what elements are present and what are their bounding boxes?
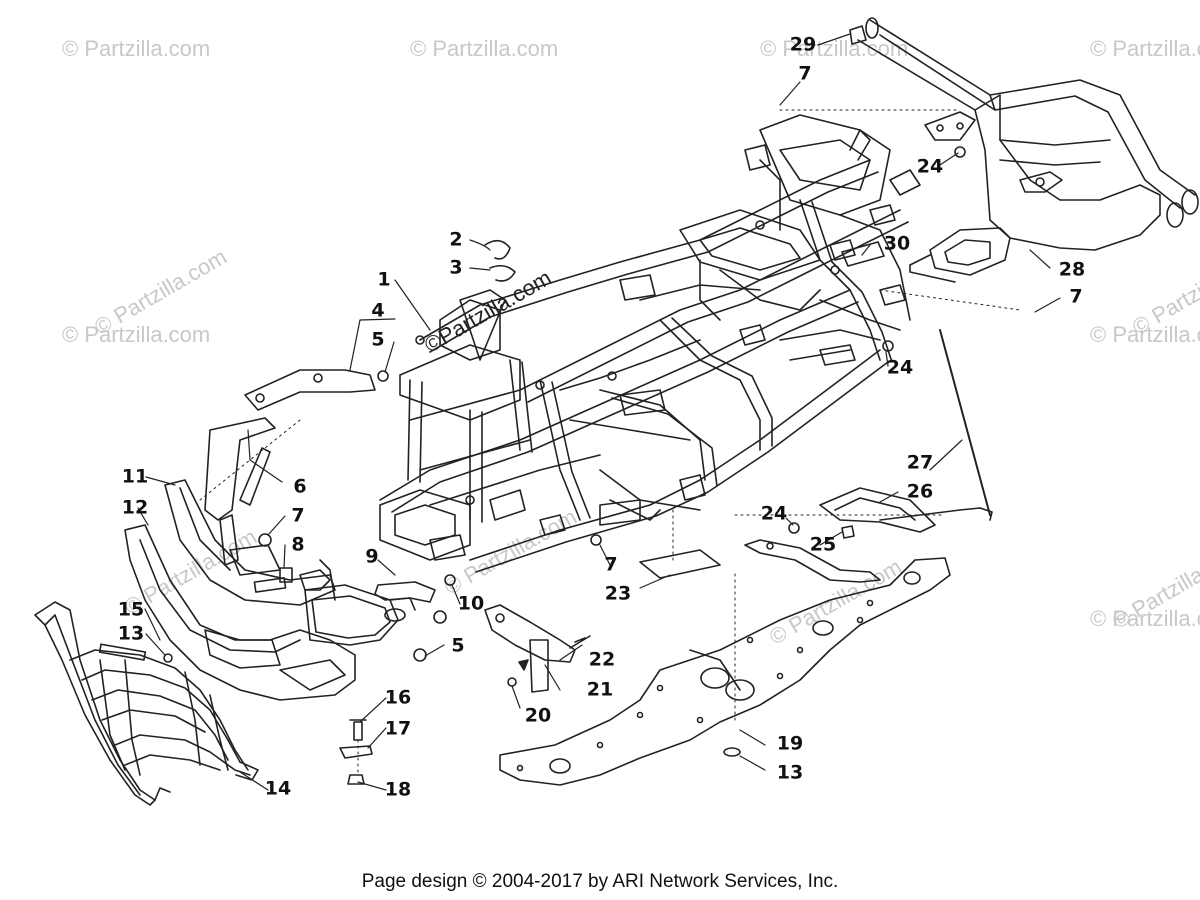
callout-13[interactable]: 13 — [776, 761, 804, 784]
watermark: © Partzilla.com — [410, 36, 559, 61]
callout-17[interactable]: 17 — [384, 717, 412, 740]
mount-bracket-21 — [485, 605, 575, 692]
callout-7[interactable]: 7 — [1069, 285, 1083, 308]
part-7-bolt — [259, 534, 271, 546]
rack-plug-29 — [850, 26, 866, 44]
brush-guard-14 — [35, 602, 258, 805]
part-3-clip — [490, 266, 515, 281]
watermark: © Partzilla.com — [1090, 36, 1200, 61]
support-rod-27 — [940, 330, 990, 515]
callout-24[interactable]: 24 — [916, 155, 944, 178]
callout-5[interactable]: 5 — [371, 328, 385, 351]
front-bracket-6 — [205, 418, 275, 565]
callout-6[interactable]: 6 — [293, 475, 307, 498]
callout-11[interactable]: 11 — [121, 465, 149, 488]
part-24-nut — [955, 147, 965, 157]
watermark: © Partzilla.com — [62, 36, 211, 61]
callout-18[interactable]: 18 — [384, 778, 412, 801]
callout-24[interactable]: 24 — [760, 502, 788, 525]
watermark: © Partzilla.com — [62, 322, 211, 347]
callout-19[interactable]: 19 — [776, 732, 804, 755]
part-5-bolt — [414, 649, 426, 661]
part-13-grommet — [164, 654, 172, 662]
callout-15[interactable]: 15 — [117, 598, 145, 621]
callout-29[interactable]: 29 — [789, 33, 817, 56]
callout-2[interactable]: 2 — [449, 228, 463, 251]
part-16-bolt — [350, 720, 366, 740]
rear-rack-28 — [858, 18, 1198, 282]
leader-lines — [138, 34, 1060, 790]
callout-26[interactable]: 26 — [906, 480, 934, 503]
part-24-nut — [789, 523, 799, 533]
callout-13[interactable]: 13 — [117, 622, 145, 645]
callout-3[interactable]: 3 — [449, 256, 463, 279]
callout-9[interactable]: 9 — [365, 545, 379, 568]
watermark: © Partzilla.com — [1090, 606, 1200, 631]
callout-22[interactable]: 22 — [588, 648, 616, 671]
part-25-nut — [842, 526, 854, 538]
front-fascia-12 — [125, 525, 355, 700]
part-7-bolt — [591, 535, 601, 545]
callout-30[interactable]: 30 — [883, 232, 911, 255]
tow-bracket-9 — [375, 582, 435, 602]
callout-7[interactable]: 7 — [604, 553, 618, 576]
callout-1[interactable]: 1 — [377, 268, 391, 291]
callout-27[interactable]: 27 — [906, 451, 934, 474]
callout-23[interactable]: 23 — [604, 582, 632, 605]
callout-12[interactable]: 12 — [121, 496, 149, 519]
callout-10[interactable]: 10 — [457, 592, 485, 615]
main-frame — [380, 115, 920, 572]
callout-7[interactable]: 7 — [798, 62, 812, 85]
part-17-clip — [340, 746, 372, 758]
front-bracket-4 — [245, 370, 375, 410]
callout-21[interactable]: 21 — [586, 678, 614, 701]
part-8-spacer — [280, 568, 292, 582]
part-10-nut — [445, 575, 455, 585]
callout-25[interactable]: 25 — [809, 533, 837, 556]
skid-plate-19 — [500, 558, 950, 785]
part-5-bolt — [434, 611, 446, 623]
part-22-bolt — [570, 636, 590, 648]
callout-8[interactable]: 8 — [291, 533, 305, 556]
watermark: © Partzilla.com — [1090, 322, 1200, 347]
callout-16[interactable]: 16 — [384, 686, 412, 709]
decal-30 — [842, 242, 884, 266]
decal-23 — [640, 550, 720, 578]
arrow-icon — [519, 660, 528, 670]
callout-7[interactable]: 7 — [291, 504, 305, 527]
callout-20[interactable]: 20 — [524, 704, 552, 727]
callout-5[interactable]: 5 — [451, 634, 465, 657]
part-24-nut — [883, 341, 893, 351]
callout-28[interactable]: 28 — [1058, 258, 1086, 281]
callout-24[interactable]: 24 — [886, 356, 914, 379]
rail-bracket-26 — [745, 488, 980, 582]
part-5-bolt — [378, 371, 388, 381]
part-13-grommet — [724, 748, 740, 756]
watermark: © Partzilla.com — [760, 36, 909, 61]
copyright-footer: Page design © 2004-2017 by ARI Network S… — [361, 871, 839, 892]
part-2-clip — [485, 241, 510, 259]
part-20-nut — [508, 678, 516, 686]
rod-end — [980, 508, 992, 520]
callout-14[interactable]: 14 — [264, 777, 292, 800]
callout-4[interactable]: 4 — [371, 299, 385, 322]
